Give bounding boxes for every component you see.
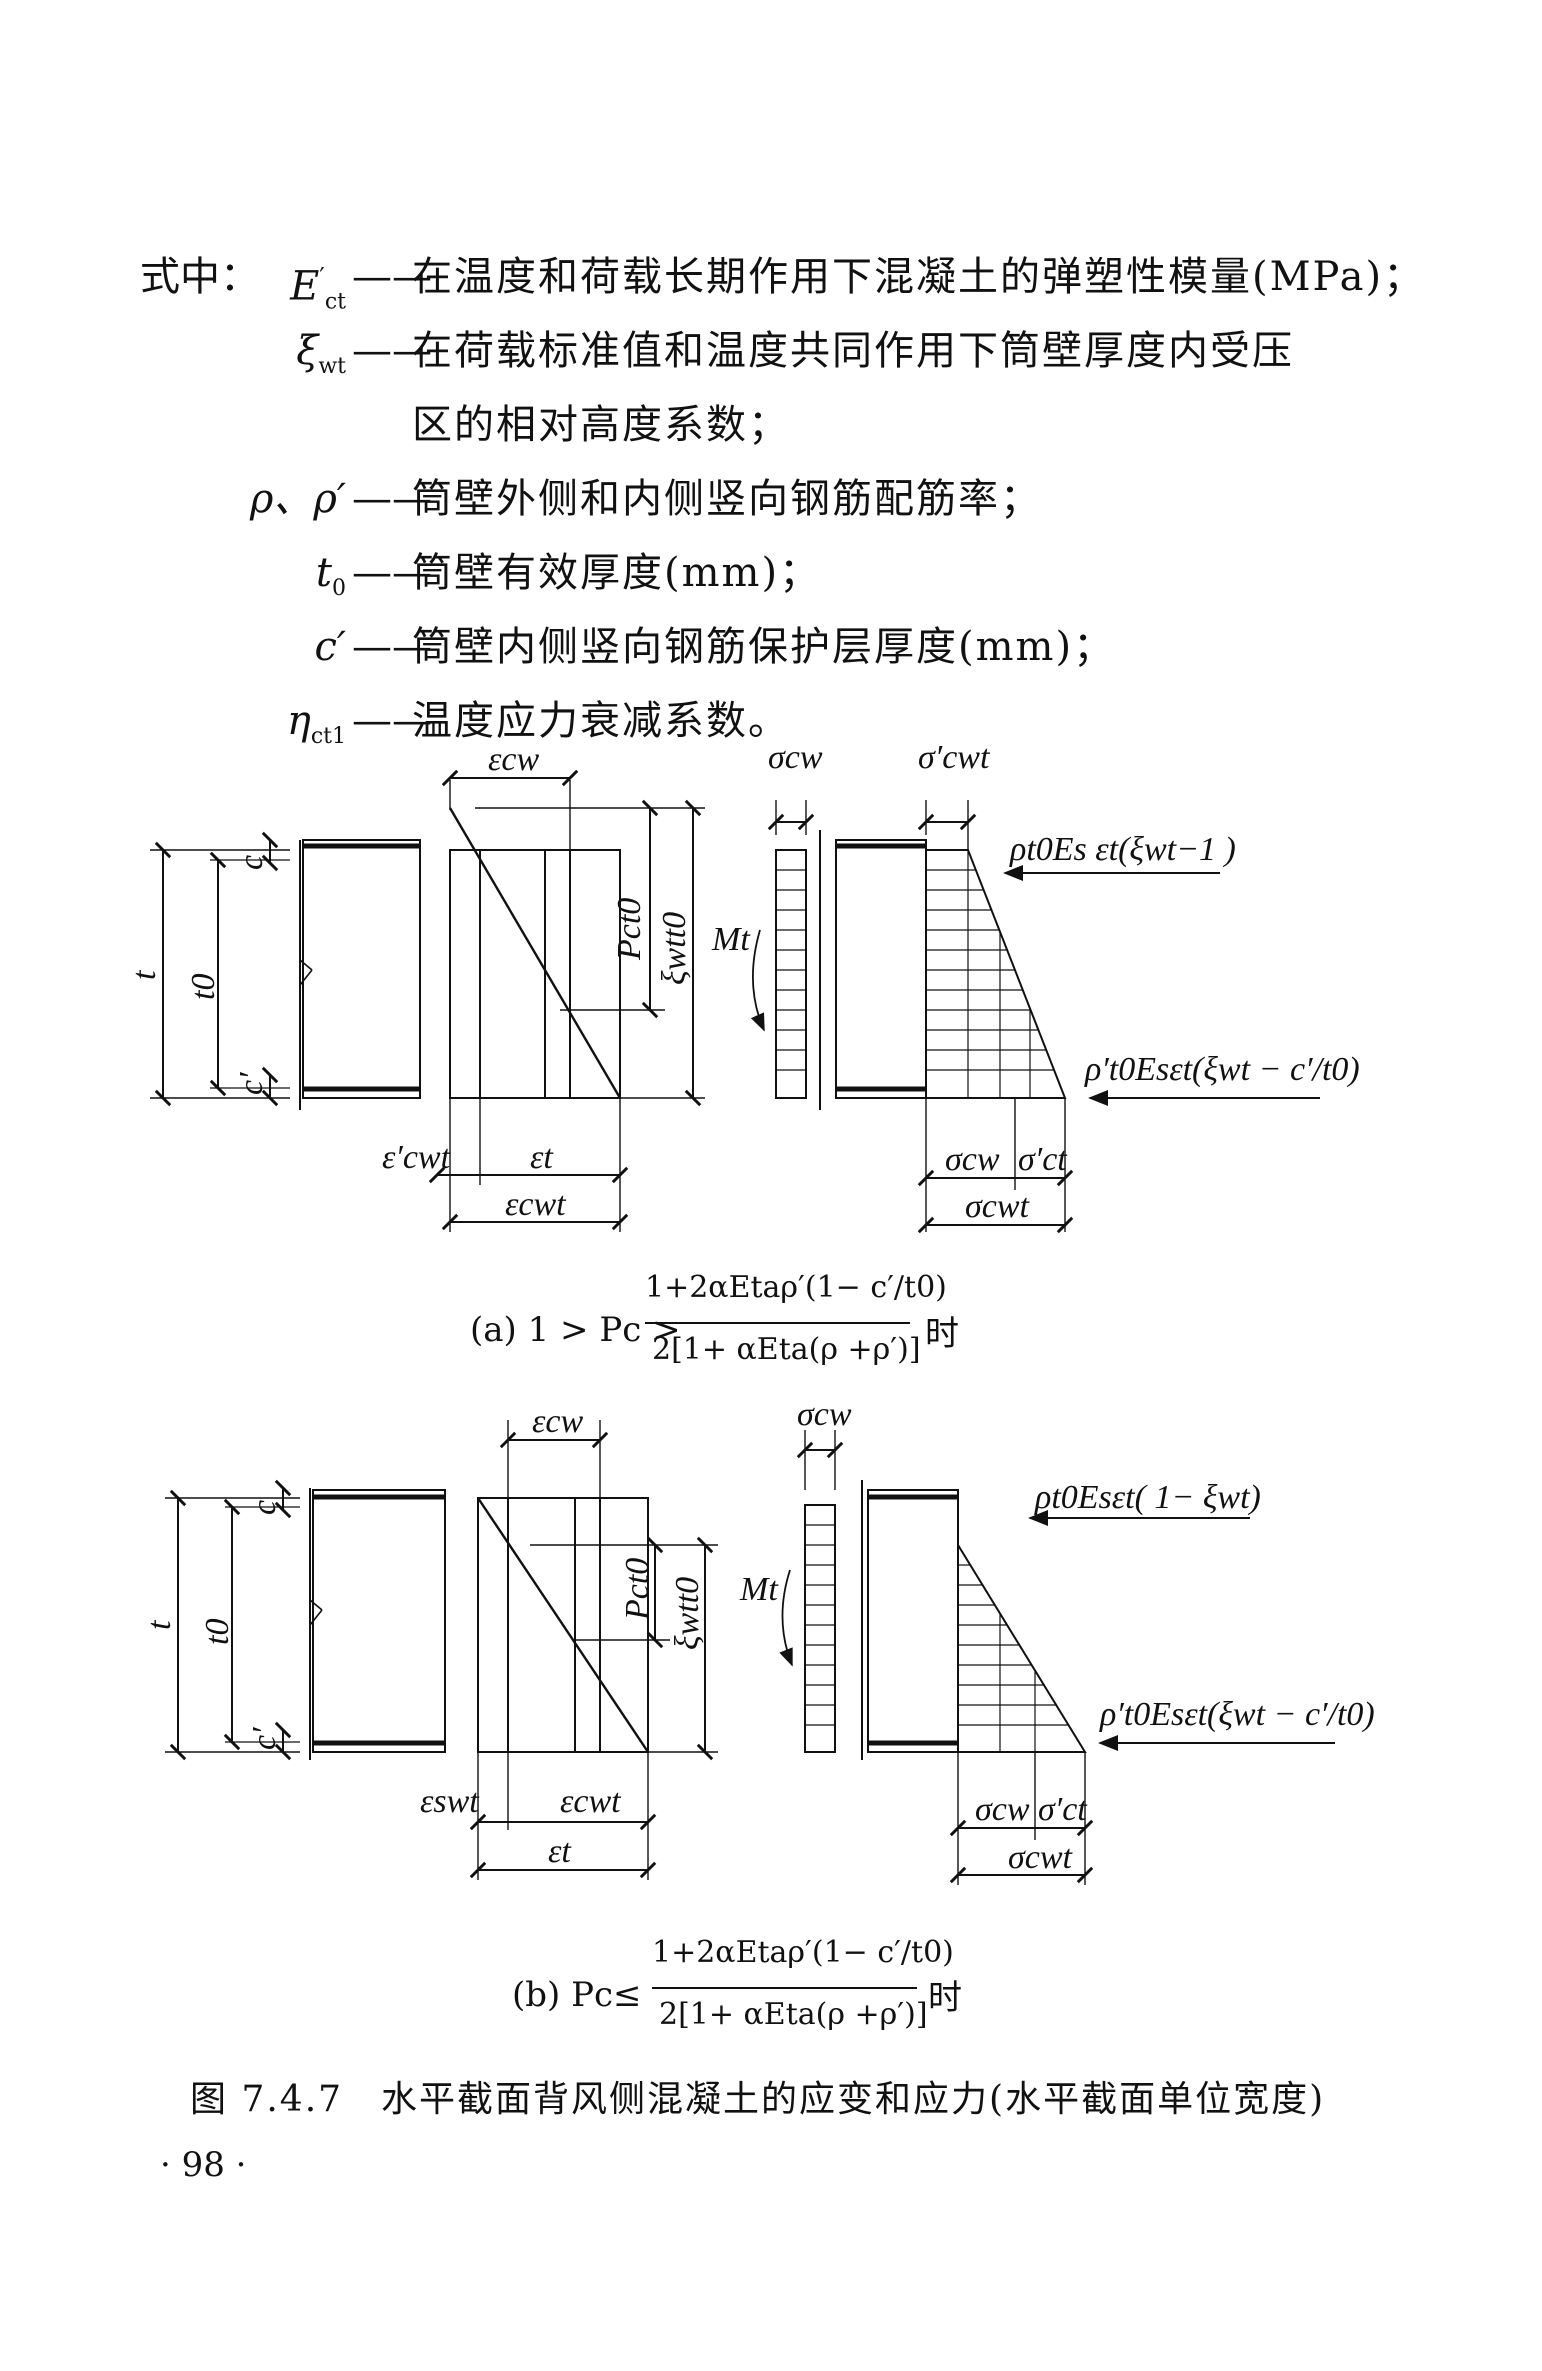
definition-row: 式中： E′ct —— 在温度和荷载长期作用下混凝土的弹塑性模量(MPa)； (140, 240, 1423, 314)
definition-row: ξwt —— 在荷载标准值和温度共同作用下筒壁厚度内受压 区的相对高度系数； (140, 314, 1400, 462)
figure-a-diagram: t t0 c c′ εcw Pct0 ξwtt0 ε′cwt εt εcwt σ… (126, 739, 1360, 1234)
figure-b-caption-prefix: (b) Pc≤ (512, 1975, 642, 2015)
definition-dash: —— (352, 624, 432, 670)
label-c-prime: c′ (233, 1072, 270, 1095)
definition-symbol: E′ct (290, 263, 346, 315)
definition-text: 温度应力衰减系数。 (412, 698, 790, 744)
fraction-bar (645, 1322, 910, 1324)
moment-label: Mt (711, 921, 751, 958)
definition-dash: —— (352, 550, 432, 596)
sigma-cw-label: σcw (945, 1141, 1000, 1178)
page-number: · 98 · (160, 2145, 247, 2185)
figure-a-caption-prefix: (a) 1 > Pc > (470, 1310, 681, 1350)
definition-symbol: c′ (314, 624, 346, 670)
definition-text: 筒壁内侧竖向钢筋保护层厚度(mm)； (412, 624, 1116, 670)
figure-b-caption-numerator: 1+2αEtaρ′(1− c′/t0) (652, 1935, 954, 1970)
sigma-cwt-prime-top-label: σ′cwt (918, 739, 991, 776)
label-t: t (141, 1619, 178, 1630)
eps-cw-label: εcw (532, 1403, 583, 1440)
figure-caption: 图 7.4.7 水平截面背风侧混凝土的应变和应力(水平截面单位宽度) (190, 2079, 1326, 2120)
sigma-ct-prime-label: σ′ct (1038, 1791, 1088, 1828)
figure-a-caption-suffix: 时 (925, 1314, 959, 1354)
sigma-cwt-label: σcwt (1008, 1839, 1074, 1876)
label-c: c (246, 1500, 283, 1515)
definition-text: 在温度和荷载长期作用下混凝土的弹塑性模量(MPa)； (412, 254, 1426, 300)
definition-lead: 式中： (140, 254, 260, 300)
pc-t0-label: Pct0 (611, 898, 648, 961)
definition-dash: —— (352, 698, 432, 744)
moment-label: Mt (739, 1571, 779, 1608)
eps-t-label: εt (548, 1833, 572, 1870)
eps-cwt-label: εcwt (505, 1186, 567, 1223)
figure-b-diagram: t t0 c c′ εcw Pct0 ξwtt0 εswt εcwt εt σc… (141, 1400, 1375, 1885)
sigma-ct-prime-label: σ′ct (1018, 1141, 1068, 1178)
figure-b-caption-denominator: 2[1+ αEta(ρ +ρ′)] (659, 1997, 928, 2032)
definition-symbol: ηct1 (286, 698, 346, 749)
sigma-cw-label: σcw (975, 1791, 1030, 1828)
force-top-label: ρt0Es εt(ξwt−1 ) (1009, 831, 1236, 868)
label-t0: t0 (199, 1619, 236, 1645)
figure-a-caption-numerator: 1+2αEtaρ′(1− c′/t0) (645, 1270, 947, 1305)
eps-swt-label: εswt (420, 1783, 480, 1820)
force-bottom-label: ρ′t0Esεt(ξwt − c′/t0) (1084, 1051, 1360, 1088)
sigma-cwt-label: σcwt (965, 1188, 1031, 1225)
symbol-definitions: 式中： E′ct —— 在温度和荷载长期作用下混凝土的弹塑性模量(MPa)； ξ… (140, 240, 1423, 758)
label-t: t (126, 969, 163, 980)
definition-text: 筒壁有效厚度(mm)； (412, 550, 822, 596)
sigma-cw-top-label: σcw (797, 1400, 852, 1433)
definition-symbol: ρ、ρ′ (249, 476, 346, 522)
definition-symbol: t0 (315, 550, 346, 601)
force-bottom-label: ρ′t0Esεt(ξwt − c′/t0) (1099, 1696, 1375, 1733)
fraction-bar (652, 1987, 917, 1989)
figure-b-caption-suffix: 时 (928, 1978, 962, 2018)
definition-symbol: ξwt (296, 328, 346, 379)
sigma-cw-top-label: σcw (768, 739, 823, 776)
definition-row: t0 —— 筒壁有效厚度(mm)； (140, 536, 1400, 610)
eps-t-label: εt (530, 1139, 554, 1176)
label-c: c (233, 855, 270, 870)
eps-cwt-prime-label: ε′cwt (382, 1139, 452, 1176)
definition-dash: —— (352, 476, 432, 522)
label-t0: t0 (185, 974, 222, 1000)
force-top-label: ρt0Esεt( 1− ξwt) (1034, 1479, 1261, 1516)
label-c-prime: c′ (246, 1727, 283, 1750)
pc-t0-label: Pct0 (619, 1558, 656, 1621)
definition-text-continued: 区的相对高度系数； (412, 402, 790, 448)
figure-a-caption-denominator: 2[1+ αEta(ρ +ρ′)] (652, 1332, 921, 1367)
xi-wt-t0-label: ξwtt0 (669, 1577, 706, 1650)
definition-dash: —— (352, 328, 432, 374)
definition-text: 筒壁外侧和内侧竖向钢筋配筋率； (412, 476, 1042, 522)
definition-row: ηct1 —— 温度应力衰减系数。 (140, 684, 1400, 758)
xi-wt-t0-label: ξwtt0 (656, 912, 693, 985)
definition-dash: —— (352, 254, 432, 300)
definition-row: c′ —— 筒壁内侧竖向钢筋保护层厚度(mm)； (140, 610, 1400, 684)
definition-text: 在荷载标准值和温度共同作用下筒壁厚度内受压 (412, 328, 1294, 374)
eps-cwt-label: εcwt (560, 1783, 622, 1820)
definition-row: ρ、ρ′ —— 筒壁外侧和内侧竖向钢筋配筋率； (140, 462, 1400, 536)
eps-cw-label: εcw (488, 741, 539, 778)
